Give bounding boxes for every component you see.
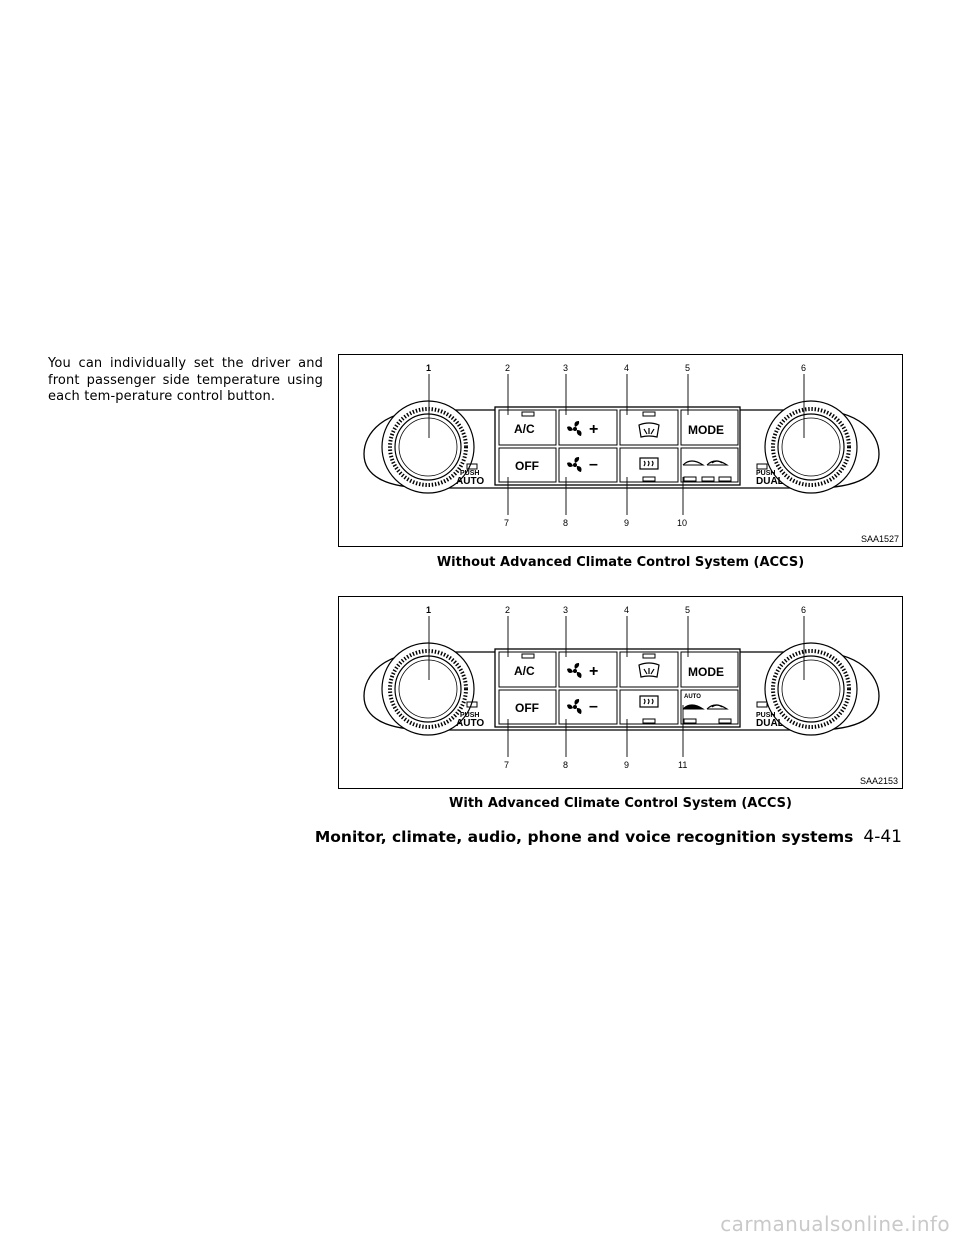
callout: 3 — [563, 363, 568, 373]
off-button: OFF — [515, 459, 539, 473]
air-recirculation-icon — [682, 704, 729, 710]
intro-paragraph: You can individually set the driver and … — [48, 356, 323, 404]
figure-without-accs: PUSH AUTO PUSH DUAL A/C OFF MODE + — [338, 354, 903, 547]
section-title: Monitor, climate, audio, phone and voice… — [314, 828, 854, 846]
air-recirculation-icon — [682, 460, 729, 466]
ac-button: A/C — [514, 664, 535, 678]
front-defrost-icon — [638, 662, 660, 678]
fan-up-sign: + — [589, 663, 598, 680]
callout: 10 — [677, 518, 687, 528]
ac-button: A/C — [514, 422, 535, 436]
climate-control-panel-diagram: PUSH AUTO PUSH DUAL A/C OFF MODE + — [363, 363, 899, 544]
right-push-label: PUSH — [756, 470, 775, 477]
fan-icon — [567, 421, 582, 436]
auto-recirculation-badge: AUTO — [684, 694, 701, 700]
page-number: 4-41 — [863, 827, 902, 847]
callout: 7 — [504, 760, 509, 770]
rear-defrost-icon — [639, 695, 659, 708]
right-push-label: PUSH — [756, 712, 775, 719]
left-temperature-knob — [381, 400, 475, 494]
callout: 9 — [624, 760, 629, 770]
mode-button: MODE — [688, 423, 724, 437]
callout: 11 — [678, 760, 687, 770]
right-dual-label: DUAL — [756, 718, 784, 729]
fan-icon — [567, 663, 582, 678]
left-auto-label: AUTO — [456, 476, 484, 487]
callout: 1 — [426, 363, 431, 373]
watermark: carmanualsonline.info — [720, 1212, 950, 1236]
right-temperature-knob — [764, 400, 858, 494]
fan-down-sign: – — [589, 698, 598, 715]
callout: 7 — [504, 518, 509, 528]
rear-defrost-icon — [639, 457, 659, 470]
figure-caption: Without Advanced Climate Control System … — [436, 555, 805, 570]
right-dual-label: DUAL — [756, 476, 784, 487]
off-button: OFF — [515, 701, 539, 715]
callout: 3 — [563, 605, 568, 615]
callout: 4 — [624, 363, 629, 373]
callout: 8 — [563, 518, 568, 528]
figure-with-accs: PUSH AUTO PUSH DUAL A/C OFF MODE + – — [338, 596, 903, 789]
figure-caption: With Advanced Climate Control System (AC… — [449, 796, 792, 811]
front-defrost-icon — [638, 422, 660, 438]
left-auto-label: AUTO — [456, 718, 484, 729]
climate-control-panel-diagram: PUSH AUTO PUSH DUAL A/C OFF MODE + – — [363, 605, 898, 786]
callout: 6 — [801, 605, 806, 615]
fan-down-sign: – — [589, 456, 598, 473]
left-temperature-knob — [381, 642, 475, 736]
mode-button: MODE — [688, 665, 724, 679]
callout: 5 — [685, 605, 690, 615]
callout: 2 — [505, 605, 510, 615]
page-footer: Monitor, climate, audio, phone and voice… — [315, 827, 902, 847]
right-temperature-knob — [764, 642, 858, 736]
figure-code: SAA1527 — [861, 534, 899, 544]
left-push-label: PUSH — [460, 712, 479, 719]
figure-code: SAA2153 — [860, 776, 898, 786]
fan-icon — [567, 699, 582, 714]
callout: 2 — [505, 363, 510, 373]
callout: 1 — [426, 605, 431, 615]
left-push-label: PUSH — [460, 470, 479, 477]
fan-up-sign: + — [589, 421, 598, 438]
callout: 9 — [624, 518, 629, 528]
callout: 6 — [801, 363, 806, 373]
callout: 4 — [624, 605, 629, 615]
callout: 8 — [563, 760, 568, 770]
fan-icon — [567, 457, 582, 472]
callout: 5 — [685, 363, 690, 373]
